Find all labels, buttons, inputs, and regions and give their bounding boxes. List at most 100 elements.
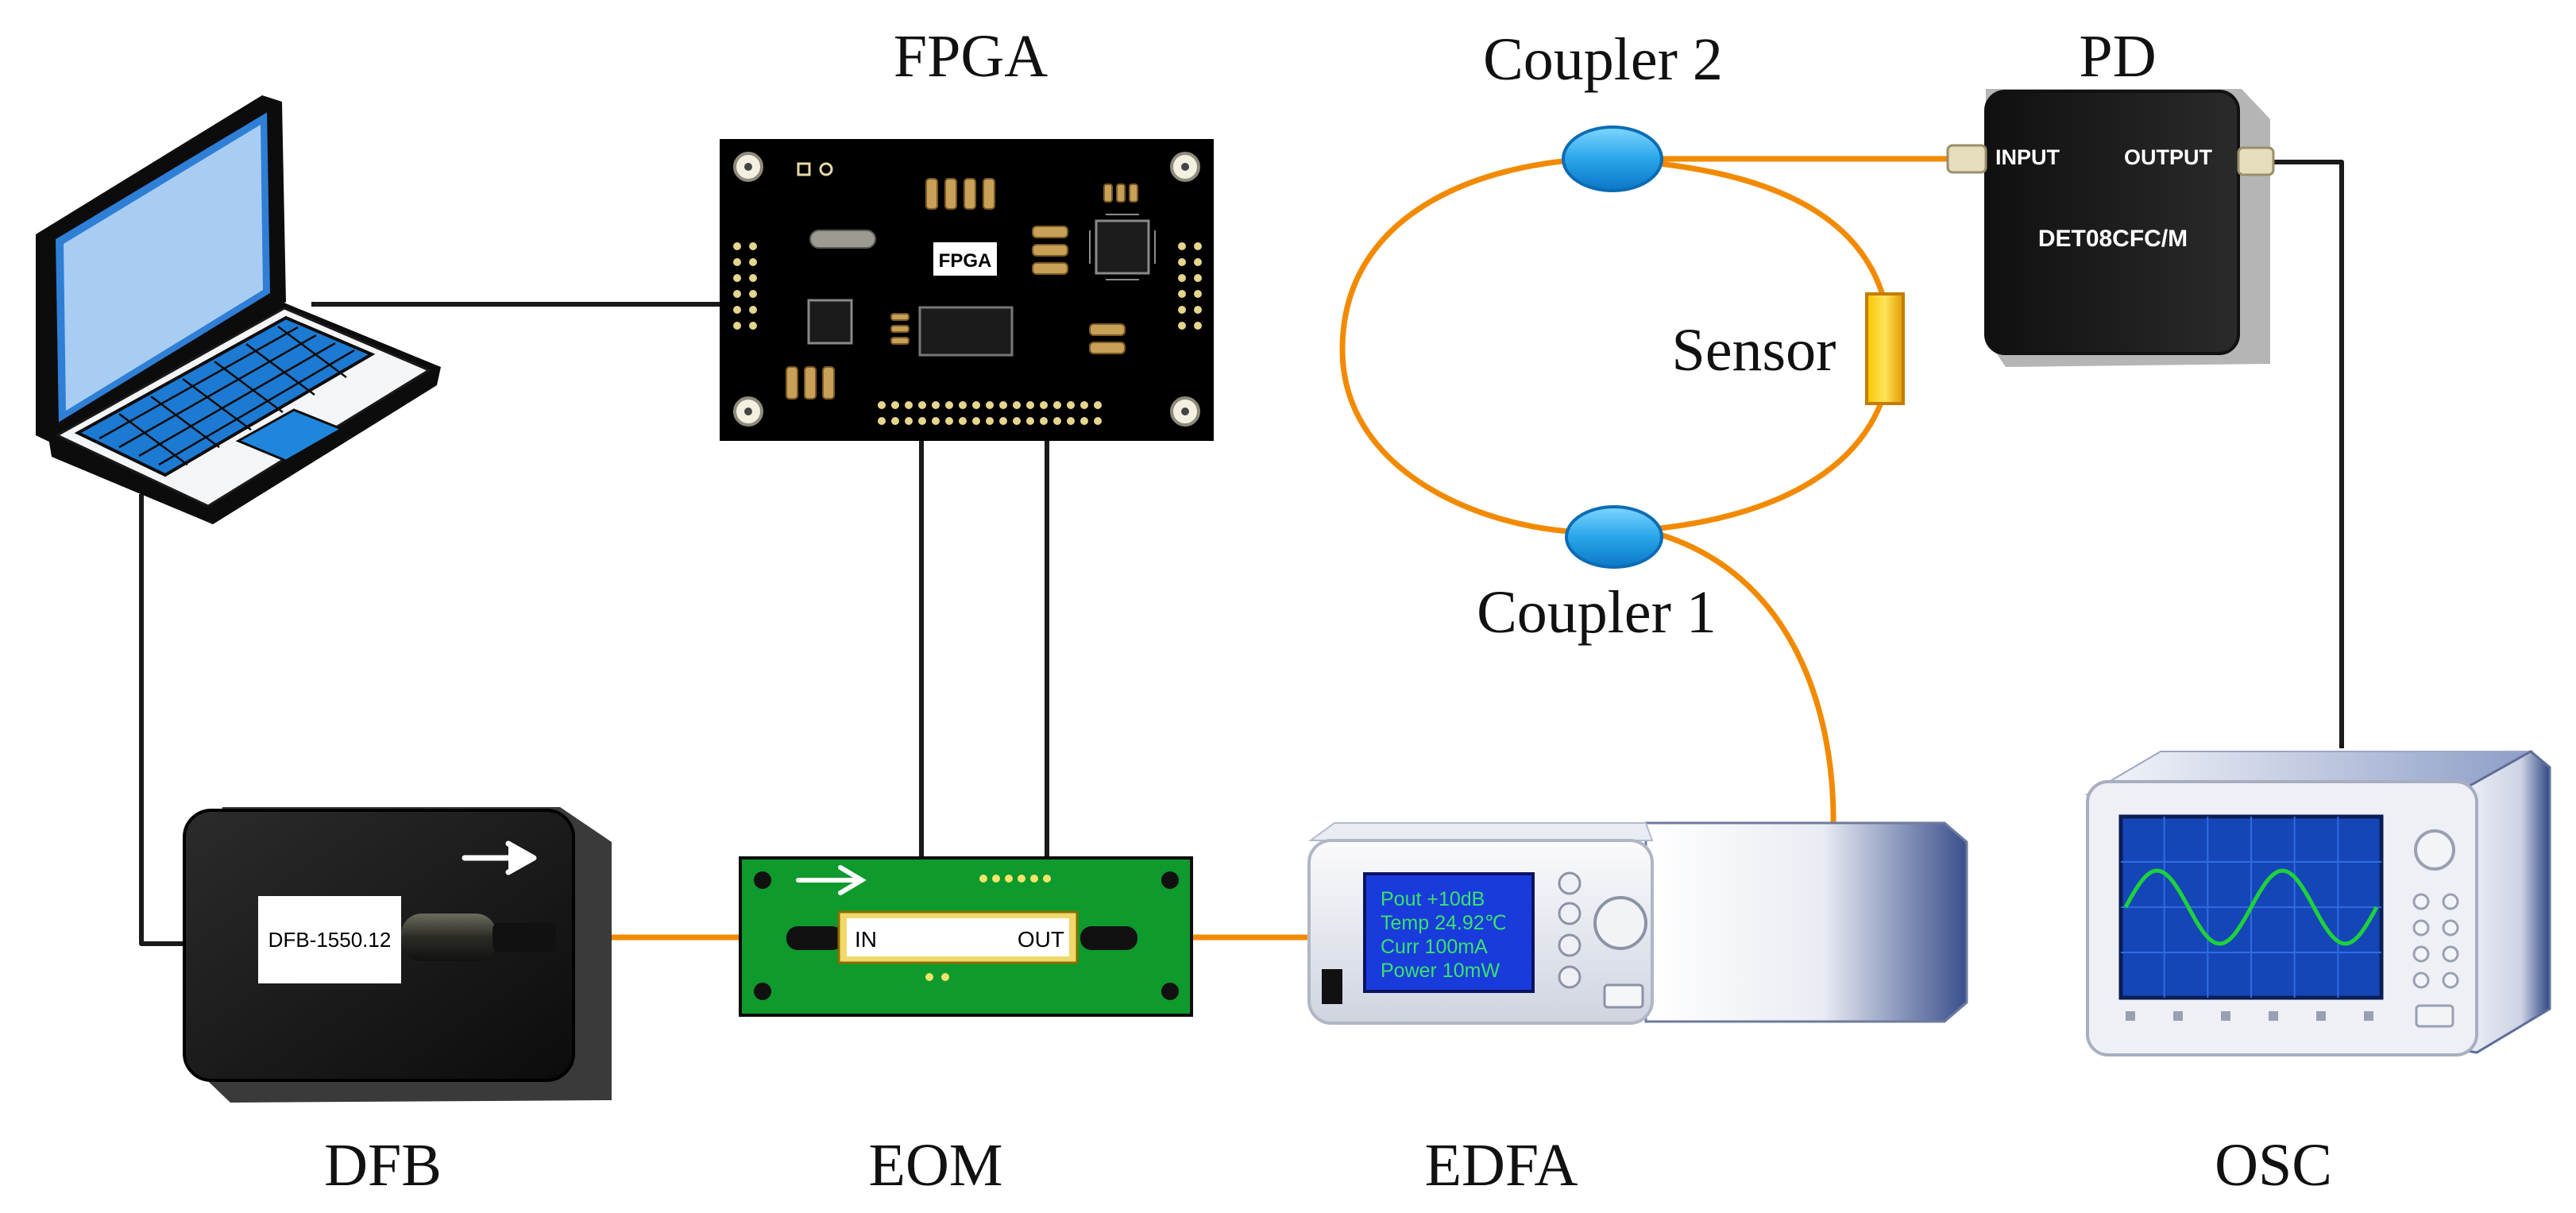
label-coupler-2: Coupler 2 xyxy=(1483,26,1723,93)
fpga-small-via xyxy=(819,162,833,176)
pd-input-label: INPUT xyxy=(1995,145,2060,169)
fpga-pin xyxy=(1053,401,1061,409)
edfa-line-2: Temp 24.92℃ xyxy=(1381,912,1507,934)
fpga-pin xyxy=(1067,417,1075,425)
fpga-pin xyxy=(891,417,899,425)
pd-model-label: DET08CFC/M xyxy=(2038,226,2188,252)
fpga-small-pad xyxy=(797,162,811,176)
dfb-fiber-plug xyxy=(401,914,496,961)
osc-buttons xyxy=(2412,893,2459,989)
fpga-chip-label: FPGA xyxy=(939,250,992,272)
fpga-resistor-array-left xyxy=(786,366,835,400)
eom-in-label: IN xyxy=(855,927,877,952)
eom-arrow xyxy=(796,865,867,895)
label-dfb: DFB xyxy=(324,1132,442,1199)
electrical-wires xyxy=(139,160,2344,946)
fpga-small-caps-center xyxy=(890,313,910,345)
osc-soft-keys xyxy=(2126,1011,2373,1021)
fpga-pin xyxy=(972,417,980,425)
fpga-pin xyxy=(986,417,994,425)
edfa-line-3: Curr 100mA xyxy=(1381,936,1488,958)
fpga-pin xyxy=(932,401,940,409)
fpga-pin xyxy=(1026,401,1034,409)
edfa-knob xyxy=(1593,896,1647,950)
laptop-keyboard xyxy=(74,315,376,477)
fpga-pin xyxy=(1053,417,1061,425)
laptop-touchpad xyxy=(235,408,345,462)
arrow-right-icon xyxy=(462,840,537,875)
dfb-model-label: DFB-1550.12 xyxy=(268,928,392,952)
component-labels: FPGA Coupler 2 PD Sensor Coupler 1 DFB E… xyxy=(324,23,2332,1199)
fpga-pin xyxy=(945,401,953,409)
fpga-pin xyxy=(999,417,1007,425)
fpga-capacitors-mid xyxy=(1032,226,1126,354)
fpga-pin xyxy=(1067,401,1075,409)
pd-output-connector xyxy=(2237,146,2275,176)
fpga-pin xyxy=(1013,401,1021,409)
fpga-pin xyxy=(986,401,994,409)
eom-holes xyxy=(754,871,1179,1000)
osc-knob xyxy=(2414,829,2455,871)
fpga-pin xyxy=(959,417,967,425)
fpga-pin xyxy=(1094,401,1102,409)
fpga-header-left xyxy=(733,242,757,330)
fpga-pin xyxy=(945,417,953,425)
fpga-pin xyxy=(905,401,913,409)
edfa-side xyxy=(1644,821,1968,1023)
dfb-device: DFB-1550.12 xyxy=(183,807,612,1103)
coupler-1 xyxy=(1565,505,1663,569)
osc-port xyxy=(2415,1004,2454,1028)
osc-waveform xyxy=(2123,868,2379,946)
osc-device xyxy=(2084,750,2551,1057)
eom-fiber-out xyxy=(1080,926,1137,950)
wire-pd-osc xyxy=(2270,160,2344,748)
label-edfa: EDFA xyxy=(1425,1132,1578,1199)
fpga-crystal xyxy=(809,230,876,249)
fpga-chip-label-box xyxy=(933,242,997,276)
fpga-pin xyxy=(1040,417,1048,425)
label-sensor: Sensor xyxy=(1672,317,1836,384)
eom-pads xyxy=(925,875,1051,981)
dfb-label-box xyxy=(258,896,401,983)
coupler-2 xyxy=(1562,126,1663,192)
fpga-pin xyxy=(878,417,886,425)
fpga-pin xyxy=(932,417,940,425)
edfa-device: Pout +10dB Temp 24.92℃ Curr 100mA Power … xyxy=(1307,821,1968,1025)
fpga-pin xyxy=(959,401,967,409)
dfb-fiber-boot xyxy=(492,923,556,952)
fpga-pin xyxy=(1080,401,1088,409)
wire-laptop-dfb xyxy=(139,494,184,946)
fpga-pin xyxy=(1026,417,1034,425)
label-coupler-1: Coupler 1 xyxy=(1477,579,1717,646)
edfa-top xyxy=(1307,822,1654,841)
eom-fiber-in xyxy=(786,926,844,950)
fpga-cpu-chip xyxy=(1095,219,1150,275)
fpga-pin xyxy=(972,401,980,409)
fpga-pin xyxy=(878,401,886,409)
label-osc: OSC xyxy=(2215,1132,2332,1199)
fiber-coupler1-edfa xyxy=(1649,529,1836,829)
pd-box xyxy=(1984,90,2240,355)
fpga-pin xyxy=(918,417,926,425)
fpga-mount-hole-centers xyxy=(744,163,1189,415)
fpga-small-caps-right xyxy=(1103,183,1138,203)
eom-out-label: OUT xyxy=(1018,927,1064,952)
fpga-cpu-pins xyxy=(1089,214,1156,280)
edfa-screen xyxy=(1363,872,1535,993)
fpga-pin xyxy=(1013,417,1021,425)
edfa-line-4: Power 10mW xyxy=(1381,960,1500,982)
sensor-element xyxy=(1865,292,1905,405)
label-eom: EOM xyxy=(869,1132,1003,1199)
edfa-port xyxy=(1603,983,1644,1009)
fpga-resistor-array-top xyxy=(925,178,995,210)
edfa-buttons xyxy=(1558,871,1582,989)
fpga-pin xyxy=(905,417,913,425)
fpga-header-bottom xyxy=(878,401,1102,425)
fpga-pin xyxy=(1094,417,1102,425)
laptop-icon xyxy=(36,95,441,524)
laptop-screen-inner xyxy=(64,125,263,411)
fpga-board: FPGA xyxy=(720,139,1214,441)
label-fpga: FPGA xyxy=(894,23,1048,90)
